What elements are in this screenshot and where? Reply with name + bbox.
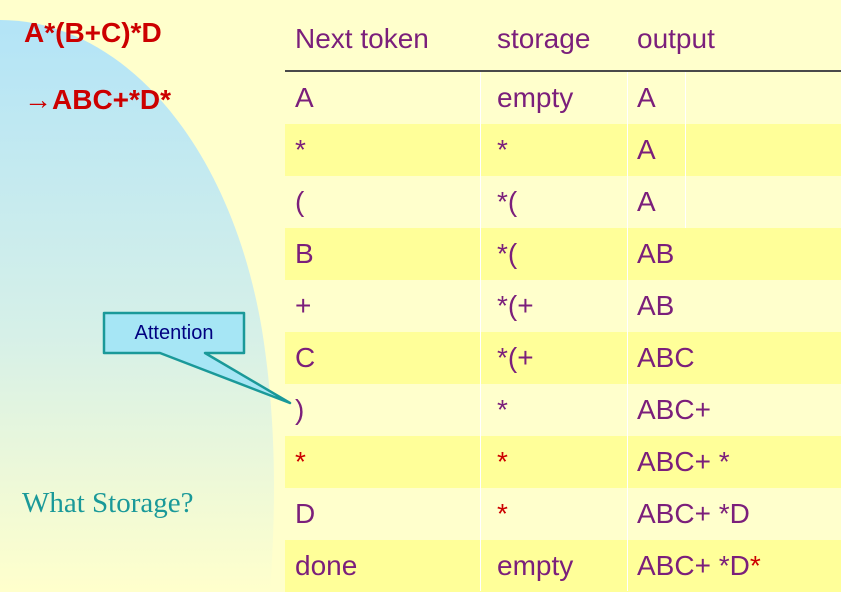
column-divider (627, 72, 628, 591)
table-row: D * ABC+ *D (285, 488, 841, 540)
table-row: A empty A (285, 72, 841, 124)
output-cell: ABC (637, 342, 695, 373)
token-cell: C (295, 342, 316, 373)
conversion-table: Next token storage output A empty A * * … (285, 0, 841, 592)
table-row: + *(+ AB (285, 280, 841, 332)
output-cell: ABC+ *D (637, 498, 750, 529)
storage-cell: *(+ (497, 342, 534, 373)
storage-cell: empty (497, 550, 574, 581)
output-cell: ABC+ * (637, 446, 730, 477)
table-row: * * A (285, 124, 841, 176)
storage-cell: *( (497, 186, 518, 217)
storage-cell: empty (497, 82, 574, 113)
header-next-token: Next token (295, 23, 429, 54)
token-cell: ( (295, 186, 305, 217)
question-text: What Storage? (22, 487, 194, 519)
storage-cell: * (497, 394, 508, 425)
output-text: ABC+ *D (637, 550, 750, 581)
token-cell: + (295, 290, 312, 321)
token-cell: B (295, 238, 314, 269)
header-storage: storage (497, 23, 591, 54)
table-row: * * ABC+ * (285, 436, 841, 488)
header-output: output (637, 23, 715, 54)
token-cell: ) (295, 394, 305, 425)
table-row: C *(+ ABC (285, 332, 841, 384)
output-suffix: * (749, 550, 761, 581)
column-divider (685, 72, 686, 228)
storage-cell: *( (497, 238, 518, 269)
table-row: B *( AB (285, 228, 841, 280)
table-header: Next token storage output (285, 0, 841, 72)
output-cell: A (637, 186, 656, 217)
storage-cell: * (497, 498, 508, 529)
table-row: done empty ABC+ *D* (285, 540, 841, 592)
token-cell: D (295, 498, 316, 529)
token-cell: A (295, 82, 314, 113)
output-cell: ABC+ (637, 394, 711, 425)
storage-cell: * (497, 134, 508, 165)
table-row: ( *( A (285, 176, 841, 228)
infix-expression: A*(B+C)*D (24, 17, 162, 48)
column-divider (480, 72, 481, 591)
token-cell: done (295, 550, 358, 581)
postfix-result: →ABC+*D* (24, 84, 172, 115)
output-cell: ABC+ *D* (637, 540, 761, 592)
attention-label: Attention (134, 321, 214, 344)
token-cell: * (295, 134, 306, 165)
table-row: ) * ABC+ (285, 384, 841, 436)
output-cell: A (637, 82, 656, 113)
token-cell: * (295, 446, 306, 477)
output-cell: AB (637, 290, 675, 321)
storage-cell: * (497, 446, 508, 477)
storage-cell: *(+ (497, 290, 534, 321)
output-cell: AB (637, 238, 675, 269)
output-cell: A (637, 134, 656, 165)
